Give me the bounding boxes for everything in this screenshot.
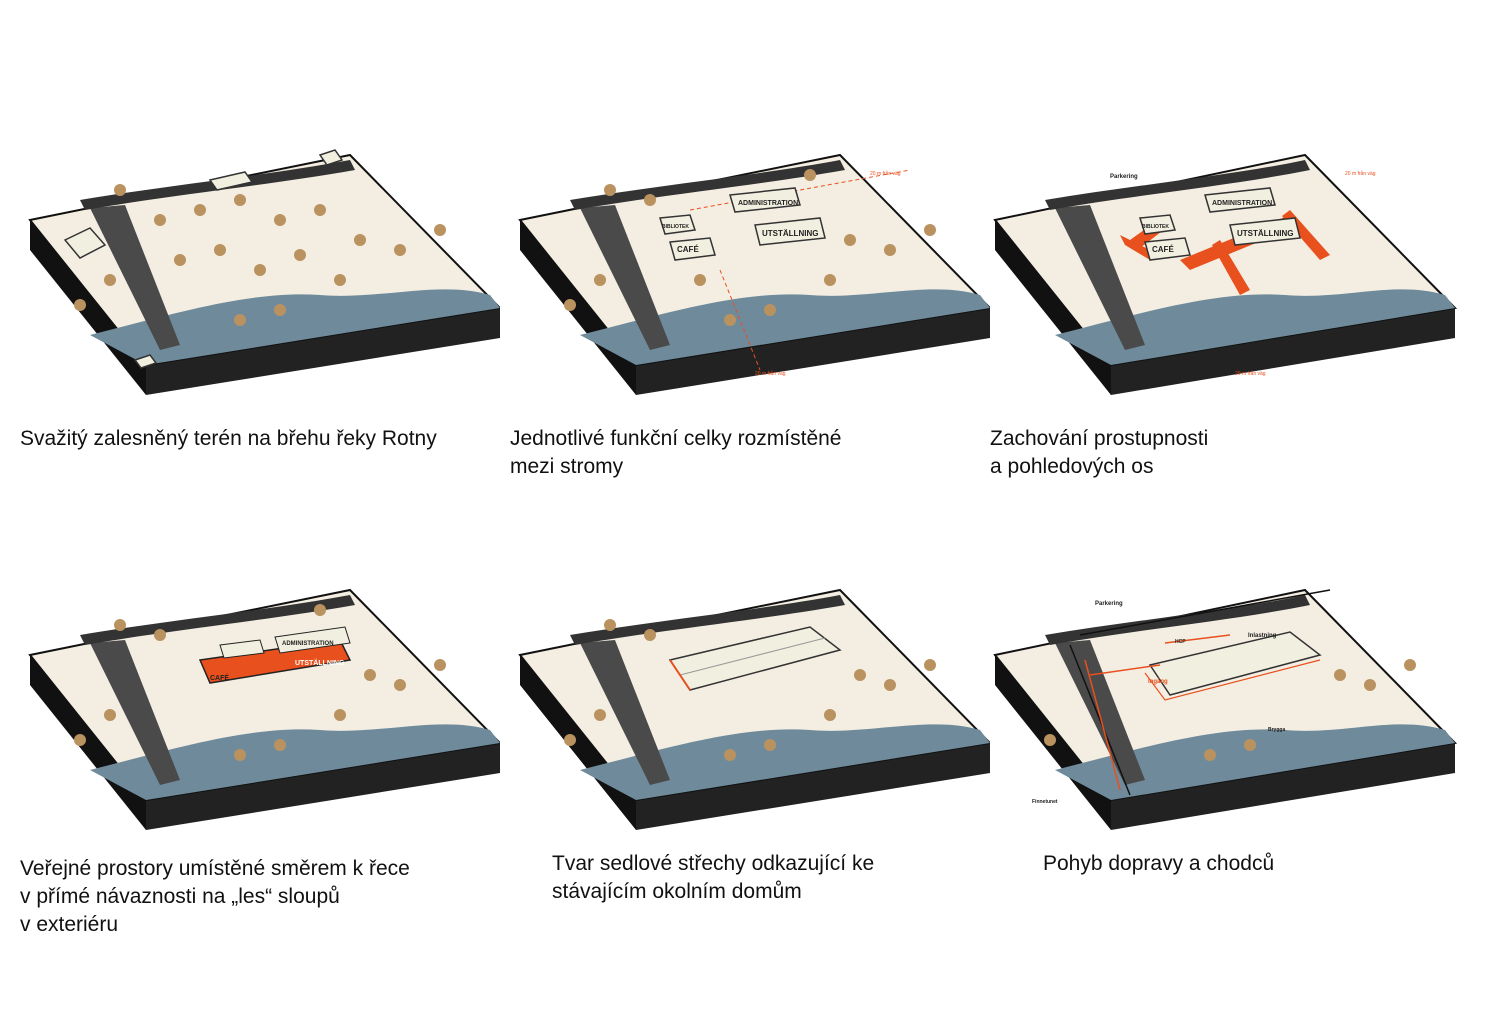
terrain-block-front (1111, 308, 1455, 395)
panel-caption: Pohyb dopravy a chodců (1043, 850, 1500, 878)
caption-line: a pohledových os (990, 455, 1154, 478)
trees (564, 619, 936, 761)
river (580, 724, 990, 800)
caption-line: v exteriéru (20, 913, 119, 936)
road-upper (570, 160, 845, 210)
site-diagram (518, 588, 990, 830)
road (580, 205, 670, 350)
caption-line: Veřejné prostory umístěné směrem k řece (20, 857, 410, 880)
site-diagram (28, 149, 500, 395)
terrain-block-front (636, 308, 990, 395)
caption-line: stávajícím okolním domům (552, 880, 802, 903)
panel-caption: Tvar sedlové střechy odkazující ke stáva… (552, 850, 1032, 906)
label-setback-bottom: 20 m från väg (1235, 370, 1266, 377)
building-volumes (1139, 187, 1301, 261)
label-administration: ADMINISTRATION (1212, 200, 1272, 207)
label-parkering: Parkering (1110, 174, 1138, 180)
site-diagram: Parkering HCP Inlastning Ingång Brygga F… (993, 588, 1458, 830)
road-upper (570, 595, 845, 645)
terrain-block-front (1111, 743, 1455, 830)
river (1055, 289, 1455, 365)
label-cafe: CAFÉ (210, 673, 229, 682)
trees (1044, 659, 1416, 761)
label-ingang: Ingång (1148, 678, 1168, 685)
house-group (63, 149, 344, 369)
label-administration: ADMINISTRATION (282, 641, 334, 647)
caption-line: Pohyb dopravy a chodců (1043, 852, 1275, 875)
caption-line: Svažitý zalesněný terén na břehu řeky Ro… (20, 427, 437, 450)
road (90, 640, 180, 785)
caption-line: Jednotlivé funkční celky rozmístěné (510, 427, 842, 450)
road (580, 640, 670, 785)
caption-line: Zachování prostupnosti (990, 427, 1209, 450)
road-upper (1045, 595, 1310, 645)
diagram-panel-2: ADMINISTRATION BIBLIOTEK UTSTÄLLNING CAF… (510, 130, 990, 600)
label-brygga: Brygga (1268, 727, 1285, 733)
terrain-block-front (146, 308, 500, 395)
diagram-panel-1: Svažitý zalesněný terén na břehu řeky Ro… (20, 130, 500, 600)
river (90, 724, 500, 800)
label-hcp: HCP (1175, 639, 1186, 645)
gable-roof-building (1144, 631, 1322, 701)
trees (74, 604, 446, 761)
label-utstallning: UTSTÄLLNING (295, 659, 345, 667)
caption-line: Tvar sedlové střechy odkazující ke (552, 852, 875, 875)
diagram-panel-4: ADMINISTRATION UTSTÄLLNING CAFÉ Veřejné … (20, 565, 500, 1035)
river (90, 289, 500, 365)
label-setback-top: 20 m från väg (1345, 170, 1376, 177)
panel-caption: Jednotlivé funkční celky rozmístěné mezi… (510, 425, 990, 481)
road (1055, 640, 1145, 785)
label-setback-bottom: 20 m från väg (755, 370, 786, 377)
panel-caption: Veřejné prostory umístěné směrem k řece … (20, 855, 500, 939)
terrain-block-side (30, 220, 146, 395)
river (1055, 724, 1455, 800)
road-upper (1045, 160, 1310, 210)
terrain-block-side (520, 655, 636, 830)
setback-line (689, 169, 911, 211)
terrain-block-side (995, 220, 1111, 395)
label-cafe: CAFÉ (677, 245, 699, 254)
site-diagram: ADMINISTRATION UTSTÄLLNING CAFÉ (28, 588, 500, 830)
label-inlastning: Inlastning (1248, 633, 1277, 639)
road (1055, 205, 1145, 350)
road (90, 205, 180, 350)
gable-roof-building (668, 626, 842, 691)
site-diagram: Parkering ADMINISTRATION BIBLIOTEK UTSTÄ… (993, 153, 1458, 395)
road-upper (80, 595, 355, 645)
terrain-block-front (146, 743, 500, 830)
label-parkering: Parkering (1095, 601, 1123, 607)
pedestrian-arrows (1084, 634, 1231, 791)
label-cafe: CAFÉ (1152, 245, 1174, 254)
traffic-arrows (1069, 589, 1331, 796)
label-setback-top: 20 m från väg (870, 170, 901, 177)
diagram-panel-6: Parkering HCP Inlastning Ingång Brygga F… (990, 565, 1470, 1035)
label-administration: ADMINISTRATION (738, 200, 798, 207)
terrain-block-side (30, 655, 146, 830)
building-complex (198, 626, 352, 684)
terrain-block-side (520, 220, 636, 395)
caption-line: v přímé návaznosti na „les“ sloupů (20, 885, 340, 908)
terrain-block-front (636, 743, 990, 830)
trees (74, 184, 446, 326)
diagram-panel-3: Parkering ADMINISTRATION BIBLIOTEK UTSTÄ… (990, 130, 1470, 600)
label-bibliotek: BIBLIOTEK (662, 224, 689, 230)
river (580, 289, 990, 365)
panel-caption: Zachování prostupnosti a pohledových os (990, 425, 1470, 481)
setback-line (719, 269, 761, 371)
caption-line: mezi stromy (510, 455, 624, 478)
diagram-panel-5: Tvar sedlové střechy odkazující ke stáva… (510, 565, 990, 1035)
label-utstallning: UTSTÄLLNING (762, 229, 818, 238)
trees (564, 169, 936, 326)
site-diagram: ADMINISTRATION BIBLIOTEK UTSTÄLLNING CAF… (518, 153, 990, 395)
label-bibliotek: BIBLIOTEK (1142, 224, 1169, 230)
label-utstallning: UTSTÄLLNING (1237, 229, 1293, 238)
building-volumes (659, 187, 826, 261)
panel-caption: Svažitý zalesněný terén na břehu řeky Ro… (20, 425, 500, 453)
label-finnetunet: Finnetunet (1032, 799, 1058, 805)
